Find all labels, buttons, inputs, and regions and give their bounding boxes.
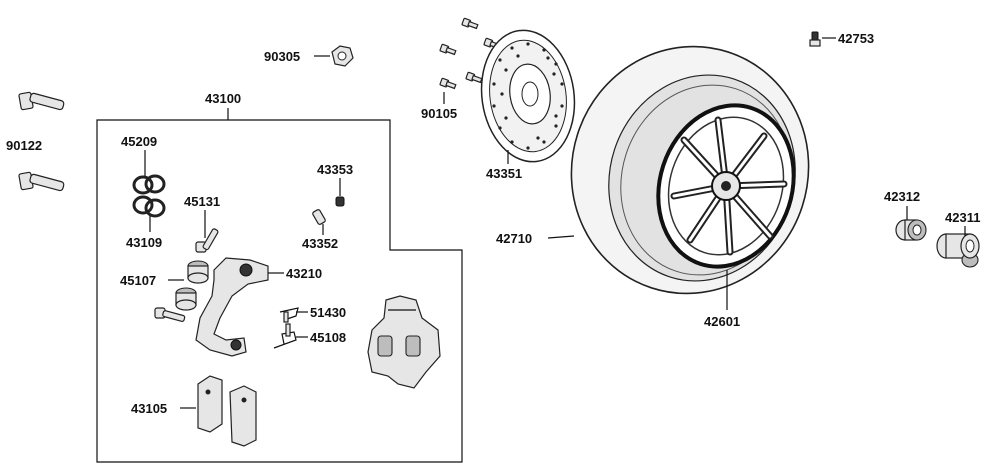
bolt-90122-top bbox=[18, 91, 65, 111]
caliper-assembly-box bbox=[96, 119, 463, 463]
label-43100: 43100 bbox=[205, 91, 241, 106]
bleeder-screw-43352 bbox=[312, 209, 326, 225]
bearing-42312 bbox=[895, 219, 927, 241]
label-90105: 90105 bbox=[421, 106, 457, 121]
label-42710: 42710 bbox=[496, 231, 532, 246]
collar-42311 bbox=[936, 233, 980, 268]
seal-45209 bbox=[132, 174, 166, 195]
label-42311: 42311 bbox=[945, 210, 980, 225]
bleeder-cap-43353 bbox=[335, 196, 345, 207]
label-45209: 45209 bbox=[121, 134, 157, 149]
spring-51430 bbox=[279, 307, 299, 323]
label-45131: 45131 bbox=[184, 194, 220, 209]
bolt-90122-bottom bbox=[18, 171, 65, 192]
bolt-45131 bbox=[195, 228, 219, 253]
pin-45107 bbox=[175, 260, 209, 311]
label-42753: 42753 bbox=[838, 31, 874, 46]
caliper-bracket-43210 bbox=[195, 257, 269, 357]
brake-pad-43105 bbox=[197, 375, 257, 447]
spring-45108 bbox=[273, 323, 297, 349]
wheel-rim-42601 bbox=[656, 103, 796, 269]
label-45107: 45107 bbox=[120, 273, 156, 288]
brake-disc-43351 bbox=[480, 29, 576, 163]
seal-43109 bbox=[132, 195, 166, 218]
label-90305: 90305 bbox=[264, 49, 300, 64]
nut-90305 bbox=[331, 45, 354, 67]
label-43351: 43351 bbox=[486, 166, 522, 181]
label-42312: 42312 bbox=[884, 189, 920, 204]
label-42601: 42601 bbox=[704, 314, 740, 329]
label-51430: 51430 bbox=[310, 305, 346, 320]
valve-42753 bbox=[809, 31, 821, 47]
bracket-bolt bbox=[154, 307, 186, 322]
label-43109: 43109 bbox=[126, 235, 162, 250]
label-90122: 90122 bbox=[6, 138, 42, 153]
label-43105: 43105 bbox=[131, 401, 167, 416]
label-43210: 43210 bbox=[286, 266, 322, 281]
label-43352: 43352 bbox=[302, 236, 338, 251]
leader-42710 bbox=[547, 235, 575, 239]
label-45108: 45108 bbox=[310, 330, 346, 345]
label-43353: 43353 bbox=[317, 162, 353, 177]
caliper-body bbox=[367, 295, 441, 389]
